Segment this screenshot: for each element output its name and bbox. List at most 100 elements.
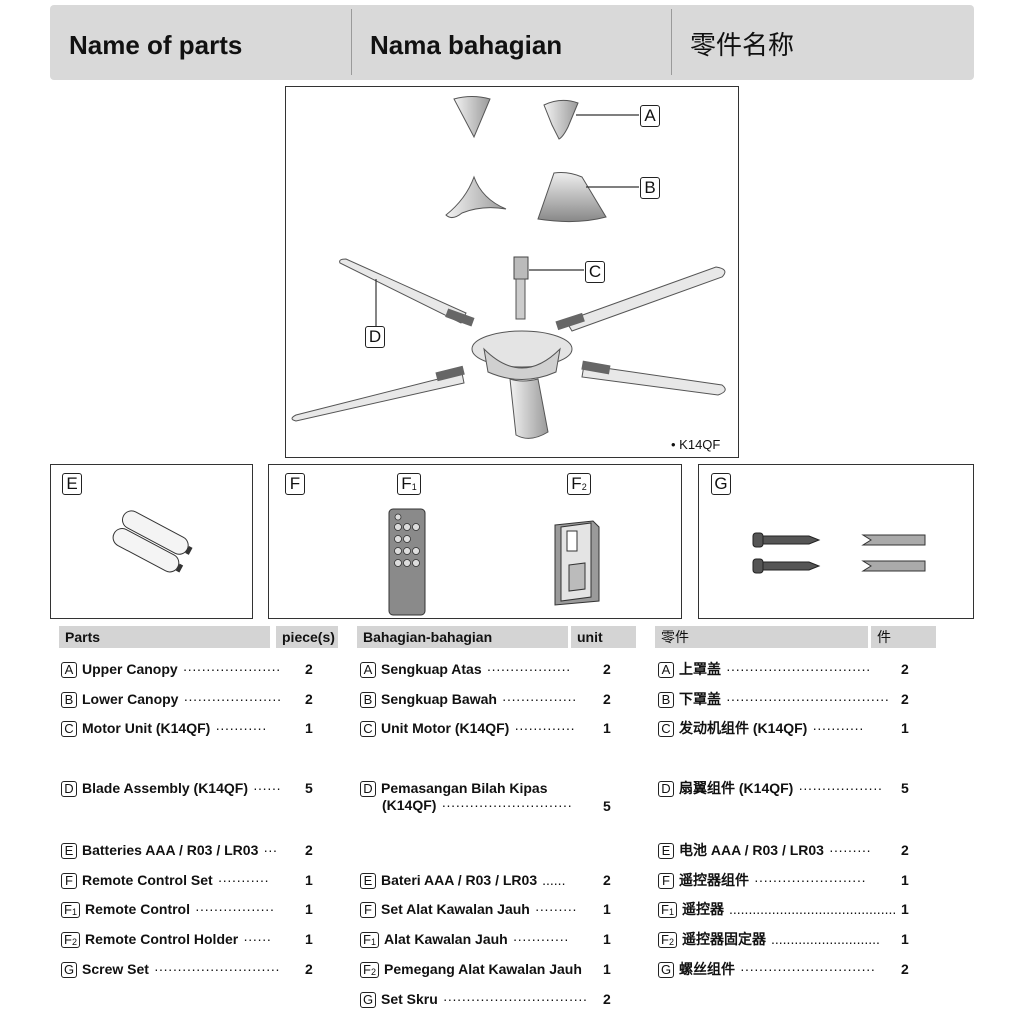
part-name: Remote Control	[85, 901, 190, 917]
part-letter-tag: C	[61, 721, 77, 737]
callout-f2-sub: 2	[581, 482, 587, 492]
callout-g: G	[711, 473, 731, 495]
part-name: Motor Unit (K14QF)	[82, 720, 211, 736]
part-letter-tag: F	[360, 902, 376, 918]
part-name: 扇翼组件 (K14QF)	[679, 780, 794, 796]
leader-dots: ············	[512, 931, 569, 947]
part-letter: F	[64, 902, 72, 917]
part-name: 螺丝组件	[679, 961, 735, 977]
part-quantity: 1	[603, 961, 611, 977]
part-letter-tag: F2	[658, 932, 677, 948]
leader-dots: ···	[263, 842, 278, 858]
part-letter-tag: F1	[360, 932, 379, 948]
part-letter-subscript: 2	[370, 967, 376, 977]
callout-f2-letter: F	[571, 474, 582, 493]
part-quantity: 2	[603, 991, 611, 1007]
leader-dots: ·············	[514, 720, 575, 736]
callout-c: C	[585, 261, 605, 283]
part-name: 下罩盖	[679, 691, 721, 707]
part-letter-tag: D	[658, 781, 674, 797]
table-header-pieces: piece(s)	[276, 626, 338, 648]
part-letter-subscript: 2	[71, 937, 77, 947]
part-letter-tag: G	[61, 962, 77, 978]
part-quantity: 2	[603, 872, 611, 888]
part-name: Pemasangan Bilah Kipas	[381, 780, 548, 796]
part-letter-tag: A	[658, 662, 674, 678]
part-letter-tag: B	[360, 692, 376, 708]
part-name: Screw Set	[82, 961, 149, 977]
header-bar: Name of parts Nama bahagian 零件名称	[50, 5, 974, 80]
leader-dots: ·····················	[182, 661, 281, 677]
leader-dots: ·······························	[442, 991, 588, 1007]
leader-dots: ······	[243, 931, 272, 947]
fan-diagram-panel: A B C D • K14QF	[285, 86, 739, 458]
part-name: Pemegang Alat Kawalan Jauh	[384, 961, 582, 977]
part-letter-tag: E	[658, 843, 674, 859]
part-name: Unit Motor (K14QF)	[381, 720, 510, 736]
leader-dots: ......	[542, 872, 566, 888]
remote-control-panel: F F1 F2	[268, 464, 682, 619]
leader-dots: ···········	[215, 720, 267, 736]
part-letter-tag: B	[61, 692, 77, 708]
callout-d: D	[365, 326, 385, 348]
part-quantity: 1	[305, 872, 313, 888]
leader-dots: ·····························	[740, 961, 876, 977]
part-letter-tag: D	[360, 781, 376, 797]
part-quantity: 2	[305, 961, 313, 977]
part-quantity: 1	[901, 901, 909, 917]
header-divider	[671, 9, 672, 75]
part-quantity: 1	[603, 720, 611, 736]
part-name: Sengkuap Bawah	[381, 691, 497, 707]
part-letter-tag: F1	[658, 902, 677, 918]
leader-dots: ·················	[195, 901, 275, 917]
part-quantity: 5	[603, 798, 611, 814]
part-letter: F	[363, 932, 371, 947]
part-letter-subscript: 1	[668, 907, 674, 917]
part-quantity: 1	[603, 931, 611, 947]
header-title-chinese: 零件名称	[690, 30, 795, 60]
part-letter-tag: F	[61, 873, 77, 889]
part-letter-tag: A	[61, 662, 77, 678]
part-quantity: 2	[603, 661, 611, 677]
leader-dots: ·········	[828, 842, 871, 858]
part-name: Set Alat Kawalan Jauh	[381, 901, 530, 917]
part-letter-tag: G	[360, 992, 376, 1008]
part-name: 遥控器组件	[679, 872, 749, 888]
part-name: 遥控器固定器	[682, 931, 766, 947]
leader-dots: ······	[252, 780, 281, 796]
part-quantity: 2	[305, 691, 313, 707]
callout-f1: F1	[397, 473, 421, 495]
leader-dots: ···························	[153, 961, 280, 977]
part-quantity: 1	[901, 872, 909, 888]
callout-f1-letter: F	[401, 474, 412, 493]
part-letter-tag: A	[360, 662, 376, 678]
leader-dots: ···································	[726, 691, 890, 707]
part-name: 遥控器	[682, 901, 724, 917]
part-letter: F	[64, 932, 72, 947]
part-letter-tag: C	[658, 721, 674, 737]
part-quantity: 2	[901, 961, 909, 977]
part-letter-tag: F	[658, 873, 674, 889]
part-name: 上罩盖	[679, 661, 721, 677]
table-header-jian: 件	[871, 626, 936, 648]
leader-dots: ··················	[798, 780, 883, 796]
screw-set-panel: G	[698, 464, 974, 619]
part-quantity: 1	[305, 931, 313, 947]
batteries-illustration	[112, 510, 193, 573]
part-letter-tag: G	[658, 962, 674, 978]
leader-dots: ···········	[217, 872, 269, 888]
part-quantity: 1	[603, 901, 611, 917]
part-letter: F	[661, 902, 669, 917]
part-letter-tag: D	[61, 781, 77, 797]
part-name: Batteries AAA / R03 / LR03	[82, 842, 259, 858]
part-name: Remote Control Set	[82, 872, 213, 888]
